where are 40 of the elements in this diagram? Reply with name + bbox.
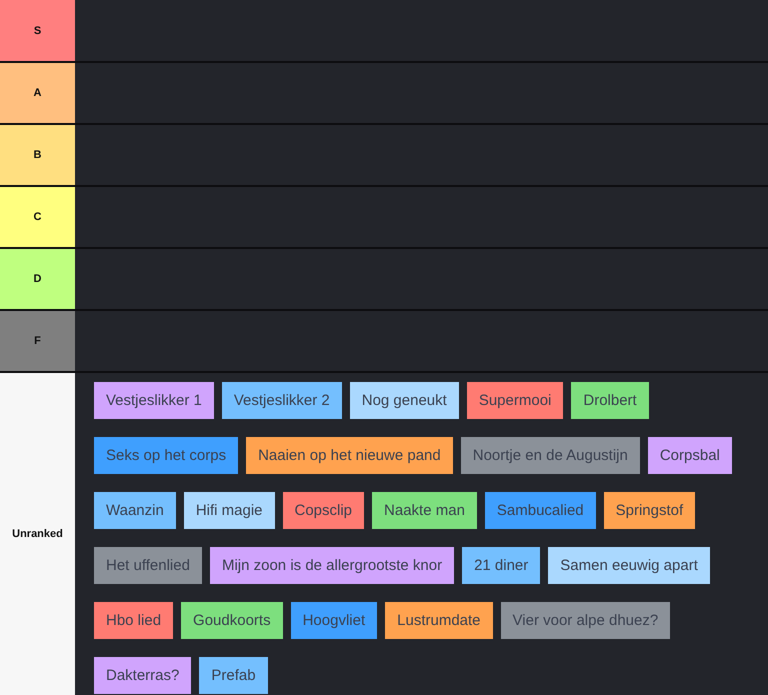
tier-row xyxy=(0,373,768,695)
item-tile: Mijn zoon is de allergrootste knor xyxy=(210,547,454,584)
item-tile: Seks op het corps xyxy=(94,437,238,474)
item-tile: Waanzin xyxy=(94,492,176,529)
tier-label: A xyxy=(0,63,75,123)
item-tile: Springstof xyxy=(604,492,696,529)
item-tile: Hoogvliet xyxy=(290,602,378,639)
item-tile: Vier voor alpe dhuez? xyxy=(500,602,670,639)
item-tile: Supermooi xyxy=(466,382,564,419)
tier-row xyxy=(0,187,768,247)
item-tile: Noortje en de Augustijn xyxy=(460,437,640,474)
tier-label: F xyxy=(0,311,75,371)
item-tile: Dakterras? xyxy=(94,657,192,694)
item-tile: Hbo lied xyxy=(94,602,174,639)
item-tile: Corpsbal xyxy=(648,437,732,474)
tier-label: S xyxy=(0,0,75,61)
item-tile: Sambucalied xyxy=(484,492,596,529)
tier-row xyxy=(0,249,768,309)
tier-row xyxy=(0,0,768,61)
tier-label: Unranked xyxy=(0,373,75,695)
item-tile: Nog geneukt xyxy=(350,382,459,419)
item-tile: Lustrumdate xyxy=(385,602,493,639)
tier-row xyxy=(0,311,768,371)
tier-label: C xyxy=(0,187,75,247)
item-tile: Naaien op het nieuwe pand xyxy=(246,437,453,474)
item-tile: Goudkoorts xyxy=(181,602,283,639)
item-tile: Vestjeslikker 1 xyxy=(94,382,214,419)
item-tile: Drolbert xyxy=(571,382,649,419)
tier-row xyxy=(0,63,768,123)
item-tile: Naakte man xyxy=(372,492,477,529)
tier-label: D xyxy=(0,249,75,309)
tier-row xyxy=(0,125,768,185)
item-tile: Hifi magie xyxy=(184,492,274,529)
item-tile: Prefab xyxy=(199,657,268,694)
item-tile: 21 diner xyxy=(462,547,540,584)
item-tile: Samen eeuwig apart xyxy=(548,547,710,584)
tier-label: B xyxy=(0,125,75,185)
item-tile: Het uffenlied xyxy=(94,547,202,584)
item-tile: Vestjeslikker 2 xyxy=(222,382,342,419)
item-tile: Copsclip xyxy=(282,492,364,529)
